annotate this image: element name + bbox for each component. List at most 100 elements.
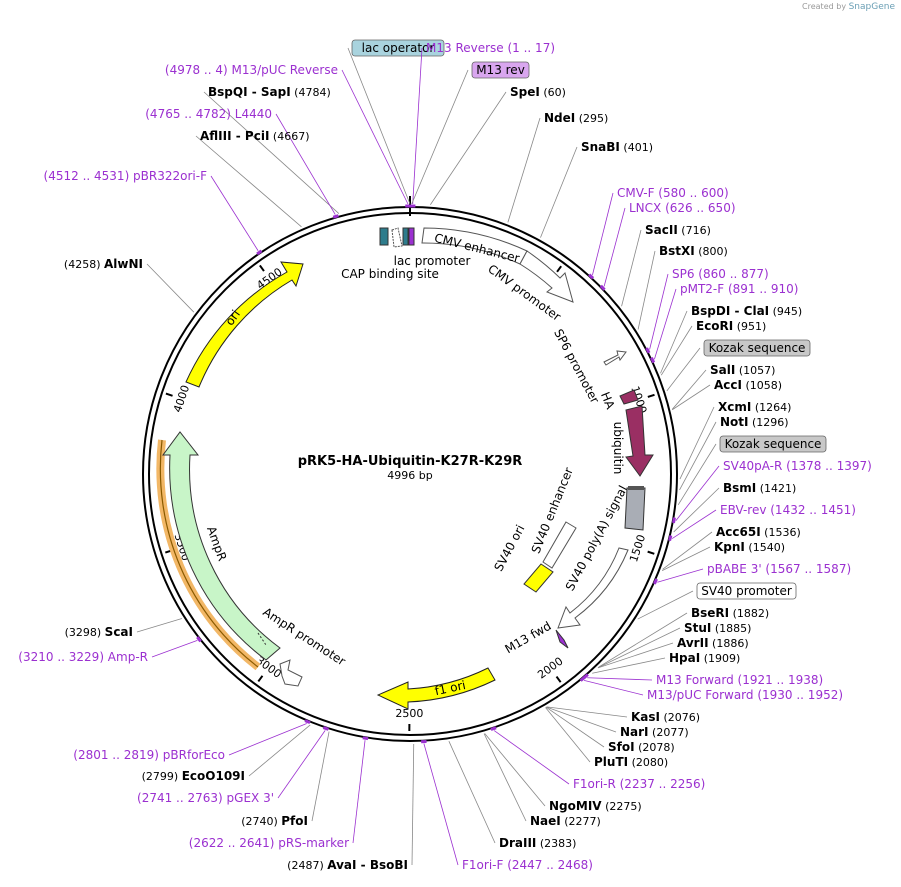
primer-bar	[332, 214, 339, 219]
feature-ampr	[162, 431, 281, 661]
site-kozak-sequence: Kozak sequence	[677, 435, 827, 506]
site-kpni: KpnI (1540)	[661, 540, 785, 571]
leader-line	[151, 640, 198, 658]
leader-line	[546, 706, 617, 733]
primer-label: M13 Forward (1921 .. 1938)	[656, 673, 823, 687]
leader-line	[448, 741, 496, 844]
leader-line	[671, 369, 707, 410]
leader-line	[679, 406, 715, 480]
tick-label-2500: 2500	[395, 707, 423, 720]
enzyme-label: SacII (716)	[645, 223, 711, 237]
tick-1000	[647, 393, 655, 398]
leader-line	[347, 47, 411, 205]
leader-line	[483, 733, 527, 822]
primer-bar	[256, 249, 263, 256]
feature-ampr-promoter-label: AmpR promoter	[260, 605, 348, 669]
leader-line	[654, 288, 677, 360]
feature-f1-ori-label: f1 ori	[433, 678, 467, 698]
primer-bar	[645, 347, 651, 354]
enzyme-label: SpeI (60)	[510, 85, 566, 99]
tick-label-1500: 1500	[627, 533, 648, 564]
site-snabi: SnaBI (401)	[540, 140, 653, 238]
primer-bar	[672, 517, 676, 524]
feature-cap-label: CAP binding site	[341, 267, 439, 281]
enzyme-label: PluTI (2080)	[594, 755, 668, 769]
site-bstxi: BstXI (800)	[637, 244, 728, 330]
leader-line	[195, 135, 302, 228]
feature-box-label: Kozak sequence	[725, 437, 822, 451]
enzyme-label: AccI (1058)	[714, 378, 782, 392]
enzyme-label: (4258) AlwNI	[64, 257, 143, 271]
enzyme-label: HpaI (1909)	[669, 651, 740, 665]
leader-line	[423, 743, 459, 866]
leader-line	[583, 680, 644, 696]
feature-m13-fwd-label: M13 fwd	[502, 619, 553, 657]
feature-box	[471, 61, 530, 79]
leader-line	[546, 706, 628, 718]
feature-m13-rev	[408, 227, 415, 246]
site-bseri: BseRI (1882)	[598, 606, 769, 668]
feature-lac-promoter	[391, 227, 403, 248]
enzyme-label: (2740) PfoI	[241, 814, 308, 828]
primer-bar	[650, 357, 656, 364]
leader-line	[592, 657, 666, 674]
site-cmv-f: CMV-F (580 .. 600)	[592, 186, 729, 276]
feature-lac-promoter-label: lac promoter	[394, 254, 471, 268]
primer-label: SP6 (860 .. 877)	[672, 267, 769, 281]
leader-line	[203, 91, 340, 214]
leader-line	[587, 677, 653, 681]
plasmid-name: pRK5-HA-Ubiquitin-K27R-K29R	[298, 454, 523, 469]
enzyme-label: (2487) AvaI - BsoBI	[287, 858, 408, 872]
leader-line	[597, 642, 674, 669]
snapgene-credit: Created by SnapGene	[802, 2, 895, 12]
site-stui: StuI (1885)	[597, 621, 751, 669]
primer-bar	[304, 719, 311, 725]
leader-line	[545, 707, 591, 763]
site-m13-puc-reverse: (4978 .. 4) M13/pUC Reverse	[165, 63, 409, 205]
primer-label: (4978 .. 4) M13/pUC Reverse	[165, 63, 338, 77]
enzyme-label: StuI (1885)	[684, 621, 751, 635]
leader-line	[341, 69, 409, 205]
leader-line	[597, 627, 681, 669]
tick-4000	[165, 392, 173, 397]
site-kasi: KasI (2076)	[546, 706, 700, 724]
site-sv40pa-r: SV40pA-R (1378 .. 1397)	[675, 459, 872, 521]
primer-bar	[588, 273, 595, 280]
feature-box	[696, 582, 797, 600]
enzyme-label: (3298) ScaI	[65, 625, 133, 639]
primer-label: (3210 .. 3229) Amp-R	[18, 650, 148, 664]
feature-sv40-ori	[523, 563, 554, 593]
site-sfoi: SfoI (2078)	[545, 706, 675, 754]
site-naei: NaeI (2277)	[483, 733, 601, 828]
enzyme-label: BspDI - ClaI (945)	[691, 304, 802, 318]
enzyme-label: KasI (2076)	[631, 710, 700, 724]
leader-line	[671, 509, 717, 539]
enzyme-label: SfoI (2078)	[608, 740, 675, 754]
enzyme-label: NaeI (2277)	[530, 814, 601, 828]
leader-line	[621, 229, 642, 307]
leader-line	[637, 250, 656, 330]
enzyme-label: XcmI (1264)	[718, 400, 791, 414]
credit-brand: SnapGene	[848, 2, 895, 12]
feature-sv40-polya-label: SV40 poly(A) signal	[563, 483, 630, 593]
leader-line	[657, 568, 704, 583]
site-ebv-rev: EBV-rev (1432 .. 1451)	[671, 503, 856, 539]
feature-cmv-promoter	[519, 250, 574, 303]
leader-line	[430, 91, 507, 205]
leader-line	[411, 69, 469, 205]
leader-line	[545, 706, 605, 748]
feature-sp6-promoter	[603, 350, 627, 366]
enzyme-label: KpnI (1540)	[714, 540, 785, 554]
tick-label-2000: 2000	[535, 655, 565, 682]
leader-line	[507, 117, 541, 223]
enzyme-label: BspQI - SapI (4784)	[208, 85, 331, 99]
feature-ha-label: HA	[598, 390, 618, 412]
feature-sv40-enhancer	[542, 521, 577, 569]
site-acc65i: Acc65I (1536)	[662, 525, 801, 570]
site-ngomiv: NgoMIV (2275)	[484, 733, 642, 813]
primer-label: F1ori-F (2447 .. 2468)	[462, 858, 593, 872]
site-pbabe-3-: pBABE 3' (1567 .. 1587)	[657, 562, 851, 583]
site-amp-r: (3210 .. 3229) Amp-R	[18, 640, 198, 664]
enzyme-label: NdeI (295)	[544, 111, 608, 125]
